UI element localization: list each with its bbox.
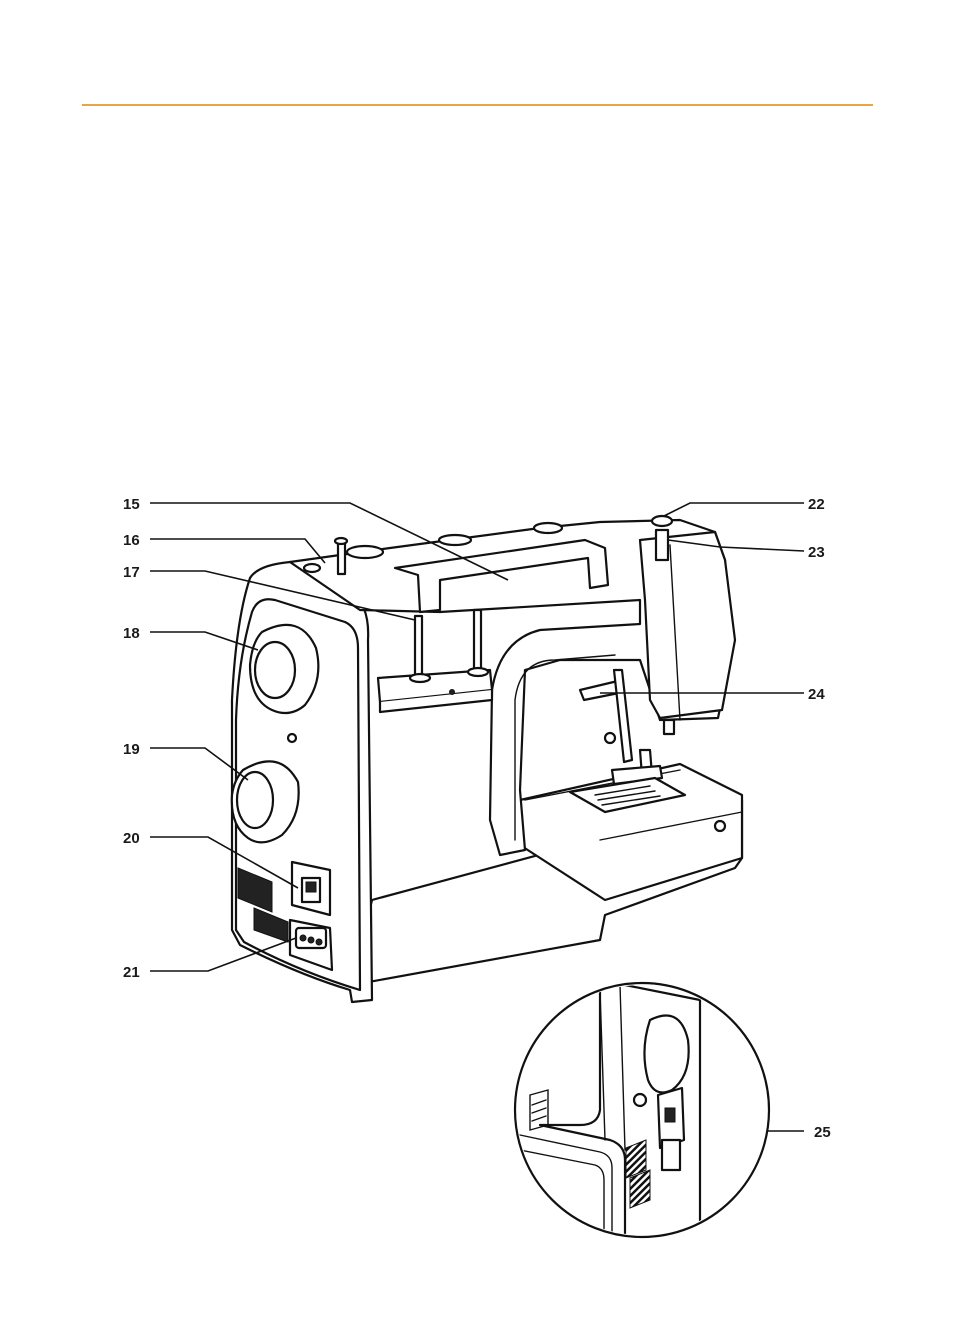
handwheel [250, 625, 318, 713]
callout-17: 17 [123, 564, 140, 581]
callout-16: 16 [123, 532, 140, 549]
callout-19: 19 [123, 741, 140, 758]
spool-pin-2 [474, 610, 481, 670]
needle-head [640, 532, 735, 718]
callout-20: 20 [123, 830, 140, 847]
callout-18: 18 [123, 625, 140, 642]
callout-15: 15 [123, 496, 140, 513]
bobbin-winder-stop [304, 564, 320, 572]
bobbin-winder-spindle [338, 540, 345, 574]
callout-22: 22 [808, 496, 825, 513]
callout-23: 23 [808, 544, 825, 561]
callout-24: 24 [808, 686, 825, 703]
callout-21: 21 [123, 964, 140, 981]
callout-25: 25 [814, 1124, 831, 1141]
sewing-machine-illustration [232, 516, 742, 1002]
spool-pin-1 [415, 616, 422, 676]
detail-inset [515, 980, 769, 1260]
